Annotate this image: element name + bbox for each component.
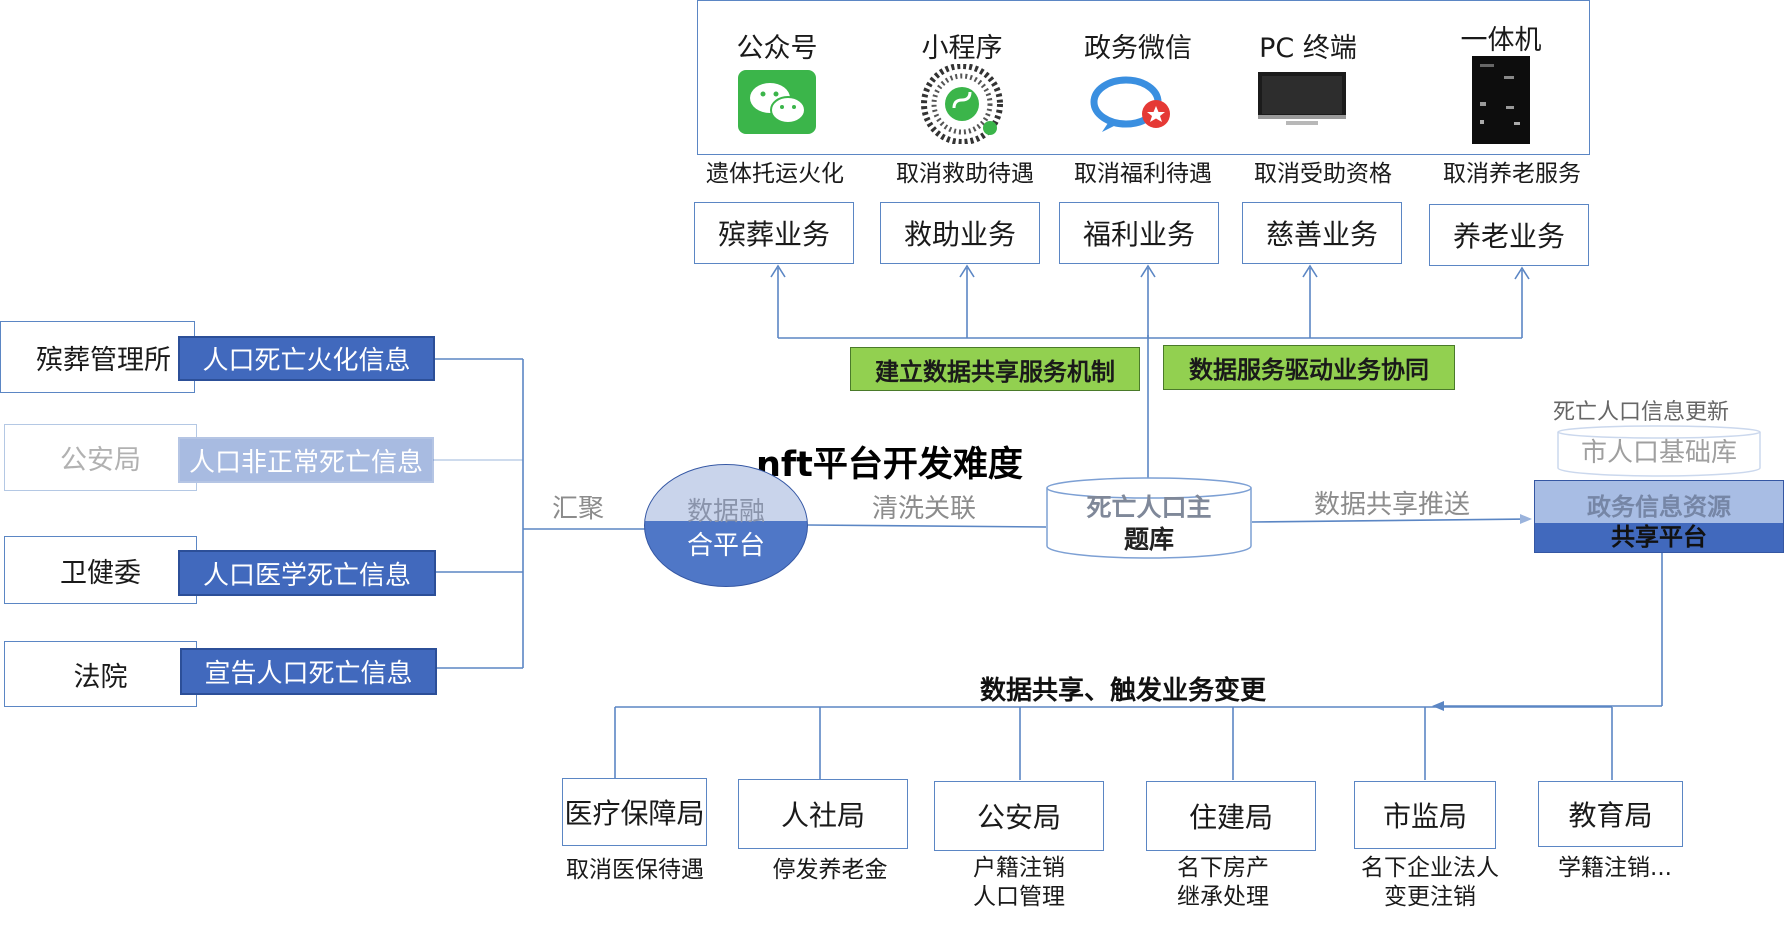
mechanism-driving: 数据服务驱动业务协同 [1163, 345, 1455, 390]
dept-education-action-line1: 学籍注销... [1558, 855, 1672, 881]
source-health-commission-label: 卫健委 [60, 557, 141, 589]
service-relief-label: 救助业务 [903, 218, 1016, 251]
update-label: 死亡人口信息更新 [1553, 400, 1730, 425]
service-elderly[interactable]: 养老业务 [1429, 204, 1589, 266]
dept-market-regulation-action-line2: 变更注销 [1384, 884, 1476, 910]
monitor-icon[interactable] [1256, 72, 1348, 128]
dept-education[interactable]: 教育局 [1538, 781, 1683, 847]
dept-police-action-line1: 户籍注销 [973, 855, 1065, 881]
kiosk-icon[interactable] [1470, 56, 1532, 144]
data-fusion-platform-line1: 数据融 [686, 497, 765, 527]
data-fusion-platform[interactable]: 数据融 合平台 [644, 464, 808, 587]
action-label-welfare: 取消福利待遇 [1074, 161, 1212, 187]
channel-label-wechat: 公众号 [736, 33, 818, 64]
source-police-info[interactable]: 人口非正常死亡信息 [178, 437, 434, 483]
service-relief[interactable]: 救助业务 [880, 202, 1040, 264]
source-health-commission[interactable]: 卫健委 [4, 536, 197, 604]
source-health-commission-info[interactable]: 人口医学死亡信息 [178, 550, 436, 596]
source-funeral-home[interactable]: 殡葬管理所 [0, 321, 195, 393]
wechat-icon[interactable] [738, 70, 816, 134]
dept-social-security[interactable]: 人社局 [738, 779, 908, 849]
service-welfare-label: 福利业务 [1082, 218, 1195, 251]
service-charity[interactable]: 慈善业务 [1242, 202, 1402, 264]
gov-info-sharing-platform[interactable]: 政务信息资源 共享平台 [1534, 480, 1784, 553]
source-funeral-home-label: 殡葬管理所 [36, 344, 171, 376]
channel-label-gov-wechat: 政务微信 [1084, 33, 1192, 64]
aggregate-label: 汇聚 [552, 494, 605, 524]
channel-label-pc: PC 终端 [1259, 33, 1357, 64]
source-police[interactable]: 公安局 [4, 424, 197, 491]
data-fusion-platform-line2: 合平台 [686, 531, 765, 561]
channel-panel [697, 0, 1590, 155]
dept-housing-action: 名下房产 继承处理 [1138, 854, 1308, 912]
dept-housing-action-line2: 继承处理 [1177, 884, 1269, 910]
gov-platform-line1: 政务信息资源 [1587, 493, 1731, 521]
dept-housing[interactable]: 住建局 [1146, 781, 1316, 851]
death-population-database-line2: 题库 [1123, 525, 1174, 554]
dept-social-security-action-line1: 停发养老金 [772, 857, 888, 883]
dept-medical-insurance-action: 取消医保待遇 [550, 856, 720, 885]
gov-platform-line2: 共享平台 [1611, 523, 1707, 551]
push-label: 数据共享推送 [1314, 490, 1471, 520]
dept-market-regulation-action-line1: 名下企业法人 [1361, 855, 1499, 881]
service-funeral-label: 殡葬业务 [717, 218, 830, 251]
mini-program-icon[interactable] [914, 63, 1010, 145]
trigger-label: 数据共享、触发业务变更 [980, 676, 1267, 706]
dept-medical-insurance-action-line1: 取消医保待遇 [566, 857, 704, 883]
action-label-funeral: 遗体托运火化 [706, 161, 844, 187]
dept-police-action: 户籍注销 人口管理 [934, 854, 1104, 912]
dept-police-label: 公安局 [976, 801, 1061, 834]
clean-label: 清洗关联 [872, 494, 977, 524]
dept-housing-action-line1: 名下房产 [1177, 855, 1269, 881]
service-charity-label: 慈善业务 [1265, 218, 1378, 251]
dept-police-action-line2: 人口管理 [973, 884, 1065, 910]
source-police-label: 公安局 [60, 445, 141, 476]
channel-label-kiosk: 一体机 [1460, 25, 1542, 56]
dept-market-regulation[interactable]: 市监局 [1354, 781, 1496, 849]
action-label-relief: 取消救助待遇 [896, 161, 1034, 187]
channel-label-mini-program: 小程序 [921, 33, 1003, 64]
death-population-database-line1: 死亡人口主 [1086, 493, 1212, 522]
service-elderly-label: 养老业务 [1452, 220, 1565, 253]
mechanism-sharing: 建立数据共享服务机制 [850, 347, 1140, 391]
dept-market-regulation-action: 名下企业法人 变更注销 [1340, 854, 1520, 912]
source-court-info[interactable]: 宣告人口死亡信息 [180, 648, 437, 695]
gov-wechat-icon[interactable] [1088, 74, 1176, 134]
dept-housing-label: 住建局 [1188, 801, 1273, 834]
action-label-elderly: 取消养老服务 [1443, 161, 1581, 187]
source-court-label: 法院 [73, 661, 128, 693]
dept-social-security-action: 停发养老金 [745, 856, 915, 885]
dept-medical-insurance[interactable]: 医疗保障局 [562, 778, 707, 846]
action-label-charity: 取消受助资格 [1254, 161, 1392, 187]
death-population-database[interactable]: 死亡人口主 题库 [1045, 476, 1253, 560]
dept-education-label: 教育局 [1568, 799, 1653, 832]
dept-police[interactable]: 公安局 [934, 781, 1104, 851]
service-welfare[interactable]: 福利业务 [1059, 202, 1219, 264]
city-population-database[interactable]: 市人口基础库 [1556, 424, 1762, 478]
service-funeral[interactable]: 殡葬业务 [694, 202, 854, 264]
dept-market-regulation-label: 市监局 [1382, 800, 1467, 833]
source-funeral-home-info[interactable]: 人口死亡火化信息 [178, 336, 435, 381]
dept-social-security-label: 人社局 [780, 799, 865, 832]
dept-education-action: 学籍注销... [1530, 854, 1700, 883]
city-population-database-label: 市人口基础库 [1580, 438, 1737, 468]
dept-medical-insurance-label: 医疗保障局 [564, 797, 705, 830]
source-court[interactable]: 法院 [4, 641, 197, 707]
